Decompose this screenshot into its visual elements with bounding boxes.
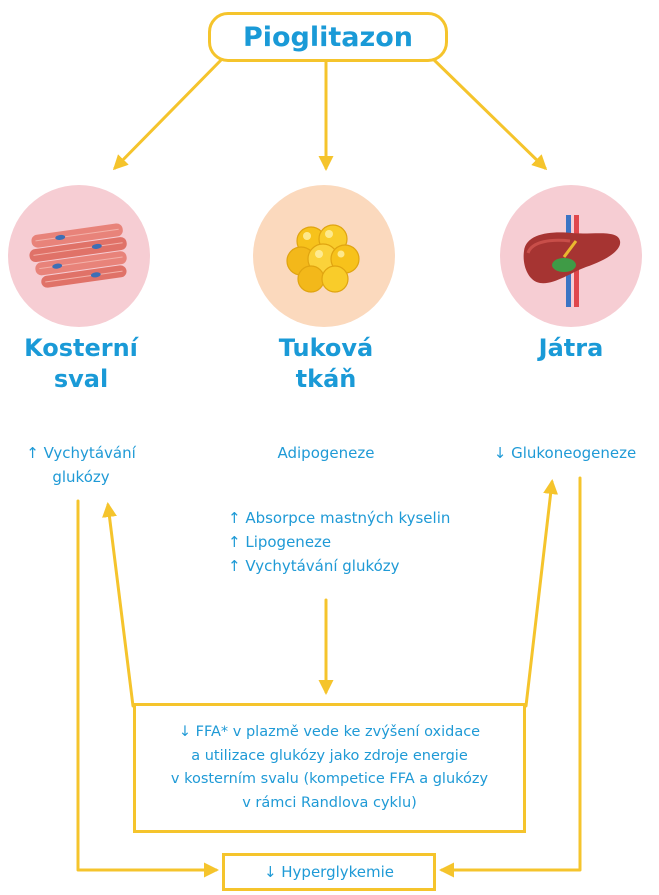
arrow-drug-to-muscle bbox=[115, 56, 225, 168]
liver-circle bbox=[500, 185, 642, 327]
adipose-tissue-circle bbox=[253, 185, 395, 327]
hyperglycemia-box: ↓ Hyperglykemie bbox=[222, 853, 436, 891]
arrow-drug-to-liver bbox=[430, 56, 545, 168]
adipose-effect: Adipogeneze bbox=[244, 441, 408, 465]
arrow-ffa-to-liver bbox=[526, 482, 552, 706]
muscle-effect: ↑ Vychytávání glukózy bbox=[6, 441, 156, 489]
drug-name: Pioglitazon bbox=[243, 22, 413, 53]
ffa-explanation-box: ↓ FFA* v plazmě vede ke zvýšení oxidace … bbox=[133, 703, 526, 833]
drug-title-box: Pioglitazon bbox=[208, 12, 448, 62]
fat-cells-icon bbox=[253, 185, 395, 327]
liver-icon bbox=[500, 185, 642, 327]
arrow-ffa-to-muscle bbox=[108, 505, 133, 706]
liver-title: Játra bbox=[496, 333, 646, 364]
muscle-fibers-icon bbox=[8, 185, 150, 327]
liver-effect: ↓ Glukoneogeneze bbox=[476, 441, 654, 465]
adipose-effects-list: ↑ Absorpce mastných kyselin ↑ Lipogeneze… bbox=[228, 506, 508, 578]
ffa-explanation-text: ↓ FFA* v plazmě vede ke zvýšení oxidace … bbox=[171, 721, 488, 815]
muscle-title: Kosterní sval bbox=[6, 333, 156, 395]
hyperglycemia-text: ↓ Hyperglykemie bbox=[264, 863, 394, 881]
adipose-title: Tuková tkáň bbox=[244, 333, 408, 395]
skeletal-muscle-circle bbox=[8, 185, 150, 327]
